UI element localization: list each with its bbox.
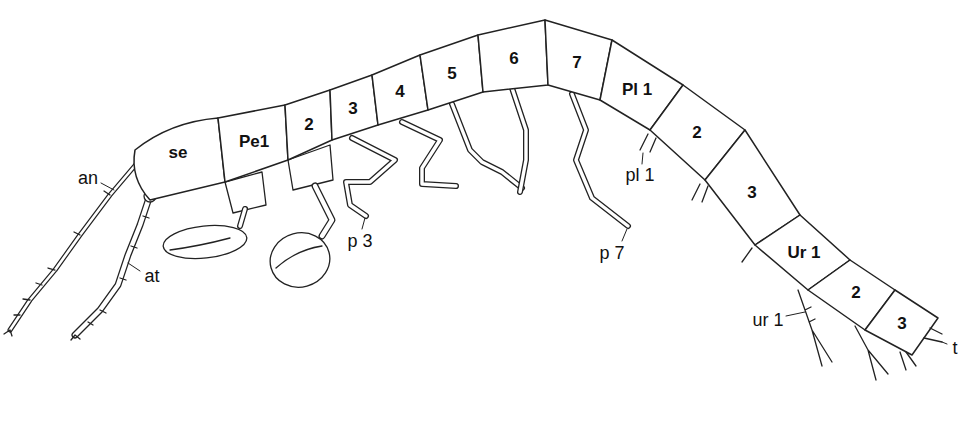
leg-fill xyxy=(402,122,456,186)
segment-label: 3 xyxy=(747,184,756,201)
segment-label: 5 xyxy=(447,65,456,82)
pereopod xyxy=(402,122,456,186)
antenna-fill xyxy=(75,195,150,335)
leg-fill xyxy=(452,104,522,188)
uropod xyxy=(855,326,888,380)
leg-outline xyxy=(512,88,526,192)
pereon-segment xyxy=(285,90,332,160)
leg-outline xyxy=(346,138,395,216)
part-label: p 7 xyxy=(599,244,624,262)
leg-fill xyxy=(240,209,245,226)
segment-label: 2 xyxy=(304,116,313,133)
uropod xyxy=(798,290,832,366)
leg-fill xyxy=(512,88,526,192)
antenna xyxy=(4,162,138,336)
segment-label: Ur 1 xyxy=(787,244,820,261)
part-label: pl 1 xyxy=(625,166,654,184)
segment-label: 2 xyxy=(692,124,701,141)
leg-fill xyxy=(346,138,395,216)
segment-label: Pe1 xyxy=(239,133,269,150)
gnathopod xyxy=(264,145,336,294)
leader-line xyxy=(362,218,365,229)
leg-fill xyxy=(315,186,332,236)
pereopod xyxy=(452,104,522,188)
pereon-segment xyxy=(478,20,548,92)
part-label: an xyxy=(78,169,98,187)
pereopod xyxy=(346,138,395,216)
leader-line xyxy=(642,153,643,164)
segment-label: 6 xyxy=(509,50,518,67)
part-label: p 3 xyxy=(347,232,372,250)
segment-label: se xyxy=(169,144,188,161)
leader-line xyxy=(786,312,805,316)
antenna-fill xyxy=(10,162,138,330)
pereon-segment xyxy=(372,55,428,125)
segment-label: 4 xyxy=(395,83,404,100)
body-segments xyxy=(134,20,938,355)
segment-label: 3 xyxy=(348,100,357,117)
leg-outline xyxy=(402,122,456,186)
uropods xyxy=(798,290,942,380)
pleopods xyxy=(640,134,752,262)
antenna-setae xyxy=(71,216,149,340)
leg-fill xyxy=(572,94,628,226)
antenna-outline xyxy=(75,195,150,335)
leg-outline xyxy=(572,94,628,226)
pereon-segment xyxy=(330,75,378,140)
dactyl xyxy=(276,246,322,268)
leader-line xyxy=(128,263,140,271)
segment-label: 3 xyxy=(897,315,906,332)
pereopod xyxy=(572,94,628,226)
segment-label: 2 xyxy=(851,284,860,301)
telson xyxy=(924,328,942,342)
antenna xyxy=(71,190,156,340)
part-label: at xyxy=(144,267,159,285)
head xyxy=(134,118,225,200)
leg-outline xyxy=(452,104,522,188)
pereon-segment xyxy=(420,35,483,110)
urosome-segment xyxy=(865,290,938,355)
propodus xyxy=(162,222,249,263)
leg-outline xyxy=(240,209,245,226)
antenna-outline xyxy=(10,162,138,330)
leader-lines xyxy=(101,153,947,344)
segment-label: 7 xyxy=(572,54,581,71)
leader-line xyxy=(942,342,947,344)
leg-outline xyxy=(315,186,332,236)
segment-label: Pl 1 xyxy=(622,81,652,98)
part-label: ur 1 xyxy=(752,311,783,329)
pereopod xyxy=(512,88,526,192)
propodus xyxy=(264,226,336,294)
dactyl xyxy=(170,238,230,250)
part-label: t xyxy=(952,339,957,357)
leader-line xyxy=(101,183,114,190)
uropod xyxy=(900,352,916,370)
leader-line xyxy=(622,229,627,241)
pereon-segment xyxy=(218,105,288,182)
